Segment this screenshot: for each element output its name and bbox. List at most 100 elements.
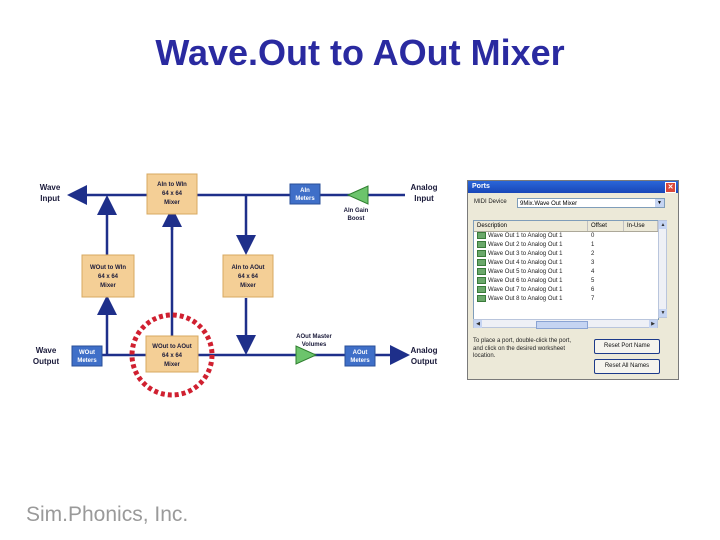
column-in-use[interactable]: In-Use	[624, 221, 658, 231]
port-icon	[477, 295, 486, 302]
ain-meters: AIn Meters	[289, 183, 321, 205]
page-title: Wave.Out to AOut Mixer	[155, 32, 565, 73]
scroll-right-icon[interactable]: ▶	[649, 320, 657, 328]
port-offset: 6	[591, 287, 595, 293]
svg-text:AIn: AIn	[300, 188, 310, 194]
port-in-use	[624, 232, 658, 241]
aout-master-amplifier	[295, 345, 318, 365]
port-icon	[477, 241, 486, 248]
port-in-use	[624, 286, 658, 295]
svg-text:Mixer: Mixer	[100, 283, 116, 289]
svg-text:Wave: Wave	[40, 183, 61, 192]
reset-all-names-button[interactable]: Reset All Names	[594, 359, 660, 374]
wout-to-win-mixer: WOut to WIn 64 x 64 Mixer	[81, 254, 135, 298]
wout-to-aout-mixer: WOut to AOut 64 x 64 Mixer	[145, 335, 199, 373]
table-row[interactable]: Wave Out 7 to Analog Out 1 6	[474, 286, 658, 295]
column-offset[interactable]: Offset	[588, 221, 624, 231]
aout-meters: AOut Meters	[344, 345, 376, 367]
analog-output-label: Analog Output	[410, 346, 437, 366]
svg-text:Input: Input	[40, 194, 60, 203]
port-description-text: Wave Out 4 to Analog Out 1	[488, 260, 563, 267]
port-description-text: Wave Out 6 to Analog Out 1	[488, 278, 563, 285]
port-icon	[477, 268, 486, 275]
close-icon[interactable]: ✕	[665, 182, 676, 193]
port-description: Wave Out 3 to Analog Out 1	[474, 250, 588, 259]
port-icon	[477, 286, 486, 293]
scroll-down-icon[interactable]: ▼	[659, 309, 667, 317]
svg-text:Meters: Meters	[350, 358, 370, 364]
svg-text:Wave: Wave	[36, 346, 57, 355]
svg-text:WOut to AOut: WOut to AOut	[152, 344, 191, 350]
port-offset: 1	[591, 242, 595, 248]
mixer-label: MIDI Device	[474, 199, 507, 205]
port-in-use	[624, 295, 658, 304]
svg-text:Analog: Analog	[410, 346, 437, 355]
port-description: Wave Out 6 to Analog Out 1	[474, 277, 588, 286]
column-description[interactable]: Description	[474, 221, 588, 231]
analog-input-label: Analog Input	[410, 183, 437, 203]
port-description: Wave Out 7 to Analog Out 1	[474, 286, 588, 295]
ain-to-win-mixer: AIn to WIn 64 x 64 Mixer	[146, 173, 198, 215]
help-text: To place a port, double-click the port, …	[473, 338, 572, 359]
footer-company: Sim.Phonics, Inc.	[26, 503, 189, 526]
svg-text:64 x 64: 64 x 64	[98, 274, 119, 280]
wave-output-label: Wave Output	[33, 346, 60, 366]
ports-window-title: Ports	[472, 183, 490, 190]
ports-window-titlebar: Ports ✕	[468, 181, 678, 193]
scroll-left-icon[interactable]: ◀	[474, 320, 482, 328]
svg-text:Mixer: Mixer	[240, 283, 256, 289]
chevron-down-icon[interactable]: ▼	[655, 199, 664, 207]
svg-text:Mixer: Mixer	[164, 362, 180, 368]
ports-list[interactable]: Description Offset In-Use Wave Out 1 to …	[473, 220, 659, 320]
ain-gain-amplifier	[346, 185, 369, 205]
svg-text:Meters: Meters	[295, 196, 315, 202]
table-row[interactable]: Wave Out 5 to Analog Out 1 4	[474, 268, 658, 277]
scroll-up-icon[interactable]: ▲	[659, 221, 667, 229]
port-offset: 4	[591, 269, 595, 275]
table-row[interactable]: Wave Out 6 to Analog Out 1 5	[474, 277, 658, 286]
svg-text:Analog: Analog	[410, 183, 437, 192]
port-icon	[477, 250, 486, 257]
table-row[interactable]: Wave Out 1 to Analog Out 1 0	[474, 232, 658, 241]
ain-gain-label: AIn Gain	[344, 208, 369, 214]
horizontal-scrollbar[interactable]: ◀ ▶	[473, 319, 658, 329]
port-description-text: Wave Out 7 to Analog Out 1	[488, 287, 563, 294]
port-offset: 2	[591, 251, 595, 257]
ain-to-aout-mixer: AIn to AOut 64 x 64 Mixer	[222, 254, 274, 298]
port-offset: 5	[591, 278, 595, 284]
port-description: Wave Out 8 to Analog Out 1	[474, 295, 588, 304]
port-in-use	[624, 250, 658, 259]
port-description-text: Wave Out 8 to Analog Out 1	[488, 296, 563, 303]
highlight-circle	[129, 312, 215, 398]
port-description: Wave Out 5 to Analog Out 1	[474, 268, 588, 277]
port-in-use	[624, 277, 658, 286]
vertical-scrollbar[interactable]: ▲ ▼	[658, 220, 667, 318]
scroll-thumb[interactable]	[536, 321, 588, 329]
svg-text:WOut to WIn: WOut to WIn	[90, 265, 126, 271]
port-description: Wave Out 4 to Analog Out 1	[474, 259, 588, 268]
port-description: Wave Out 1 to Analog Out 1	[474, 232, 588, 241]
port-icon	[477, 259, 486, 266]
port-description: Wave Out 2 to Analog Out 1	[474, 241, 588, 250]
svg-text:64 x 64: 64 x 64	[162, 353, 183, 359]
port-icon	[477, 232, 486, 239]
port-in-use	[624, 259, 658, 268]
port-description-text: Wave Out 1 to Analog Out 1	[488, 233, 563, 240]
wave-input-label: Wave Input	[40, 183, 61, 203]
svg-text:Output: Output	[33, 357, 60, 366]
mixer-select[interactable]: 9Mix.Wave Out Mixer ▼	[517, 198, 665, 208]
svg-text:Output: Output	[411, 357, 438, 366]
port-offset: 0	[591, 233, 595, 239]
wout-meters: WOut Meters	[71, 345, 103, 367]
svg-text:Meters: Meters	[77, 358, 97, 364]
svg-text:Mixer: Mixer	[164, 200, 180, 206]
reset-port-name-button[interactable]: Reset Port Name	[594, 339, 660, 354]
ports-list-header: Description Offset In-Use	[474, 221, 658, 232]
port-description-text: Wave Out 5 to Analog Out 1	[488, 269, 563, 276]
aout-master-sub: Volumes	[302, 342, 327, 348]
